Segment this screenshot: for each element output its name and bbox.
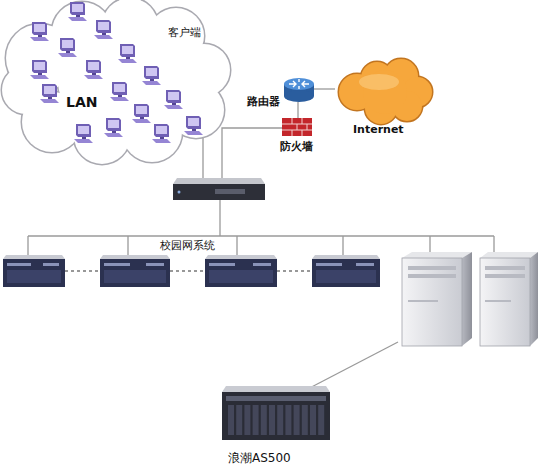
firewall-wire bbox=[222, 128, 282, 183]
tower-server bbox=[402, 252, 472, 346]
lan-cloud: 客户端 LAN bbox=[0, 0, 232, 168]
system-label: 校园网系统 bbox=[160, 239, 215, 252]
switch-top bbox=[173, 178, 265, 184]
client-computer bbox=[30, 60, 49, 79]
rack-server bbox=[205, 255, 277, 287]
client-computer bbox=[104, 118, 123, 137]
node-label: 路由器 bbox=[247, 95, 280, 108]
wires bbox=[28, 128, 494, 393]
network-link bbox=[297, 102, 298, 118]
storage-wire bbox=[300, 342, 398, 393]
client-computer bbox=[58, 38, 77, 57]
node-label: LAN bbox=[66, 96, 97, 109]
client-computer bbox=[84, 60, 103, 79]
rack-server bbox=[100, 255, 170, 287]
rack-servers bbox=[3, 255, 380, 287]
client-computer bbox=[118, 44, 137, 63]
dashed-link bbox=[65, 270, 312, 271]
dashed-links bbox=[65, 270, 312, 271]
client-computer bbox=[94, 20, 113, 39]
tower-servers bbox=[402, 252, 538, 346]
switch-led bbox=[178, 191, 181, 194]
switch-ports bbox=[215, 189, 245, 194]
client-computer bbox=[110, 82, 129, 101]
router-node: 路由器 bbox=[284, 76, 314, 102]
switch bbox=[173, 178, 265, 200]
network-link bbox=[314, 88, 335, 89]
tower-server bbox=[480, 252, 538, 346]
client-computer bbox=[68, 2, 87, 21]
internet-shape bbox=[335, 60, 433, 122]
client-computer bbox=[74, 124, 93, 143]
client-computer bbox=[142, 66, 161, 85]
node-label: 客户端 bbox=[168, 26, 201, 39]
client-computer bbox=[184, 116, 203, 135]
client-computer bbox=[40, 84, 59, 103]
lan-shape bbox=[0, 0, 232, 168]
node-label: 浪潮AS500 bbox=[228, 452, 291, 465]
firewall-node: 防火墙 bbox=[282, 118, 312, 136]
server-drops bbox=[28, 236, 494, 258]
internet-cloud: Internet bbox=[335, 60, 433, 122]
firewall-shape bbox=[282, 118, 312, 136]
storage-shape bbox=[222, 386, 330, 440]
node-label: 防火墙 bbox=[280, 140, 313, 153]
rack-server bbox=[3, 255, 65, 287]
storage-node: 浪潮AS500 bbox=[222, 386, 330, 440]
client-computer bbox=[132, 104, 151, 123]
campus-bus bbox=[28, 235, 494, 236]
bus-drop bbox=[219, 200, 220, 236]
router-shape bbox=[284, 76, 314, 102]
client-computer bbox=[30, 22, 49, 41]
rack-server bbox=[312, 255, 380, 287]
switch-front bbox=[173, 184, 265, 200]
node-label: Internet bbox=[353, 123, 404, 136]
client-computer bbox=[152, 124, 171, 143]
client-computer bbox=[164, 90, 183, 109]
